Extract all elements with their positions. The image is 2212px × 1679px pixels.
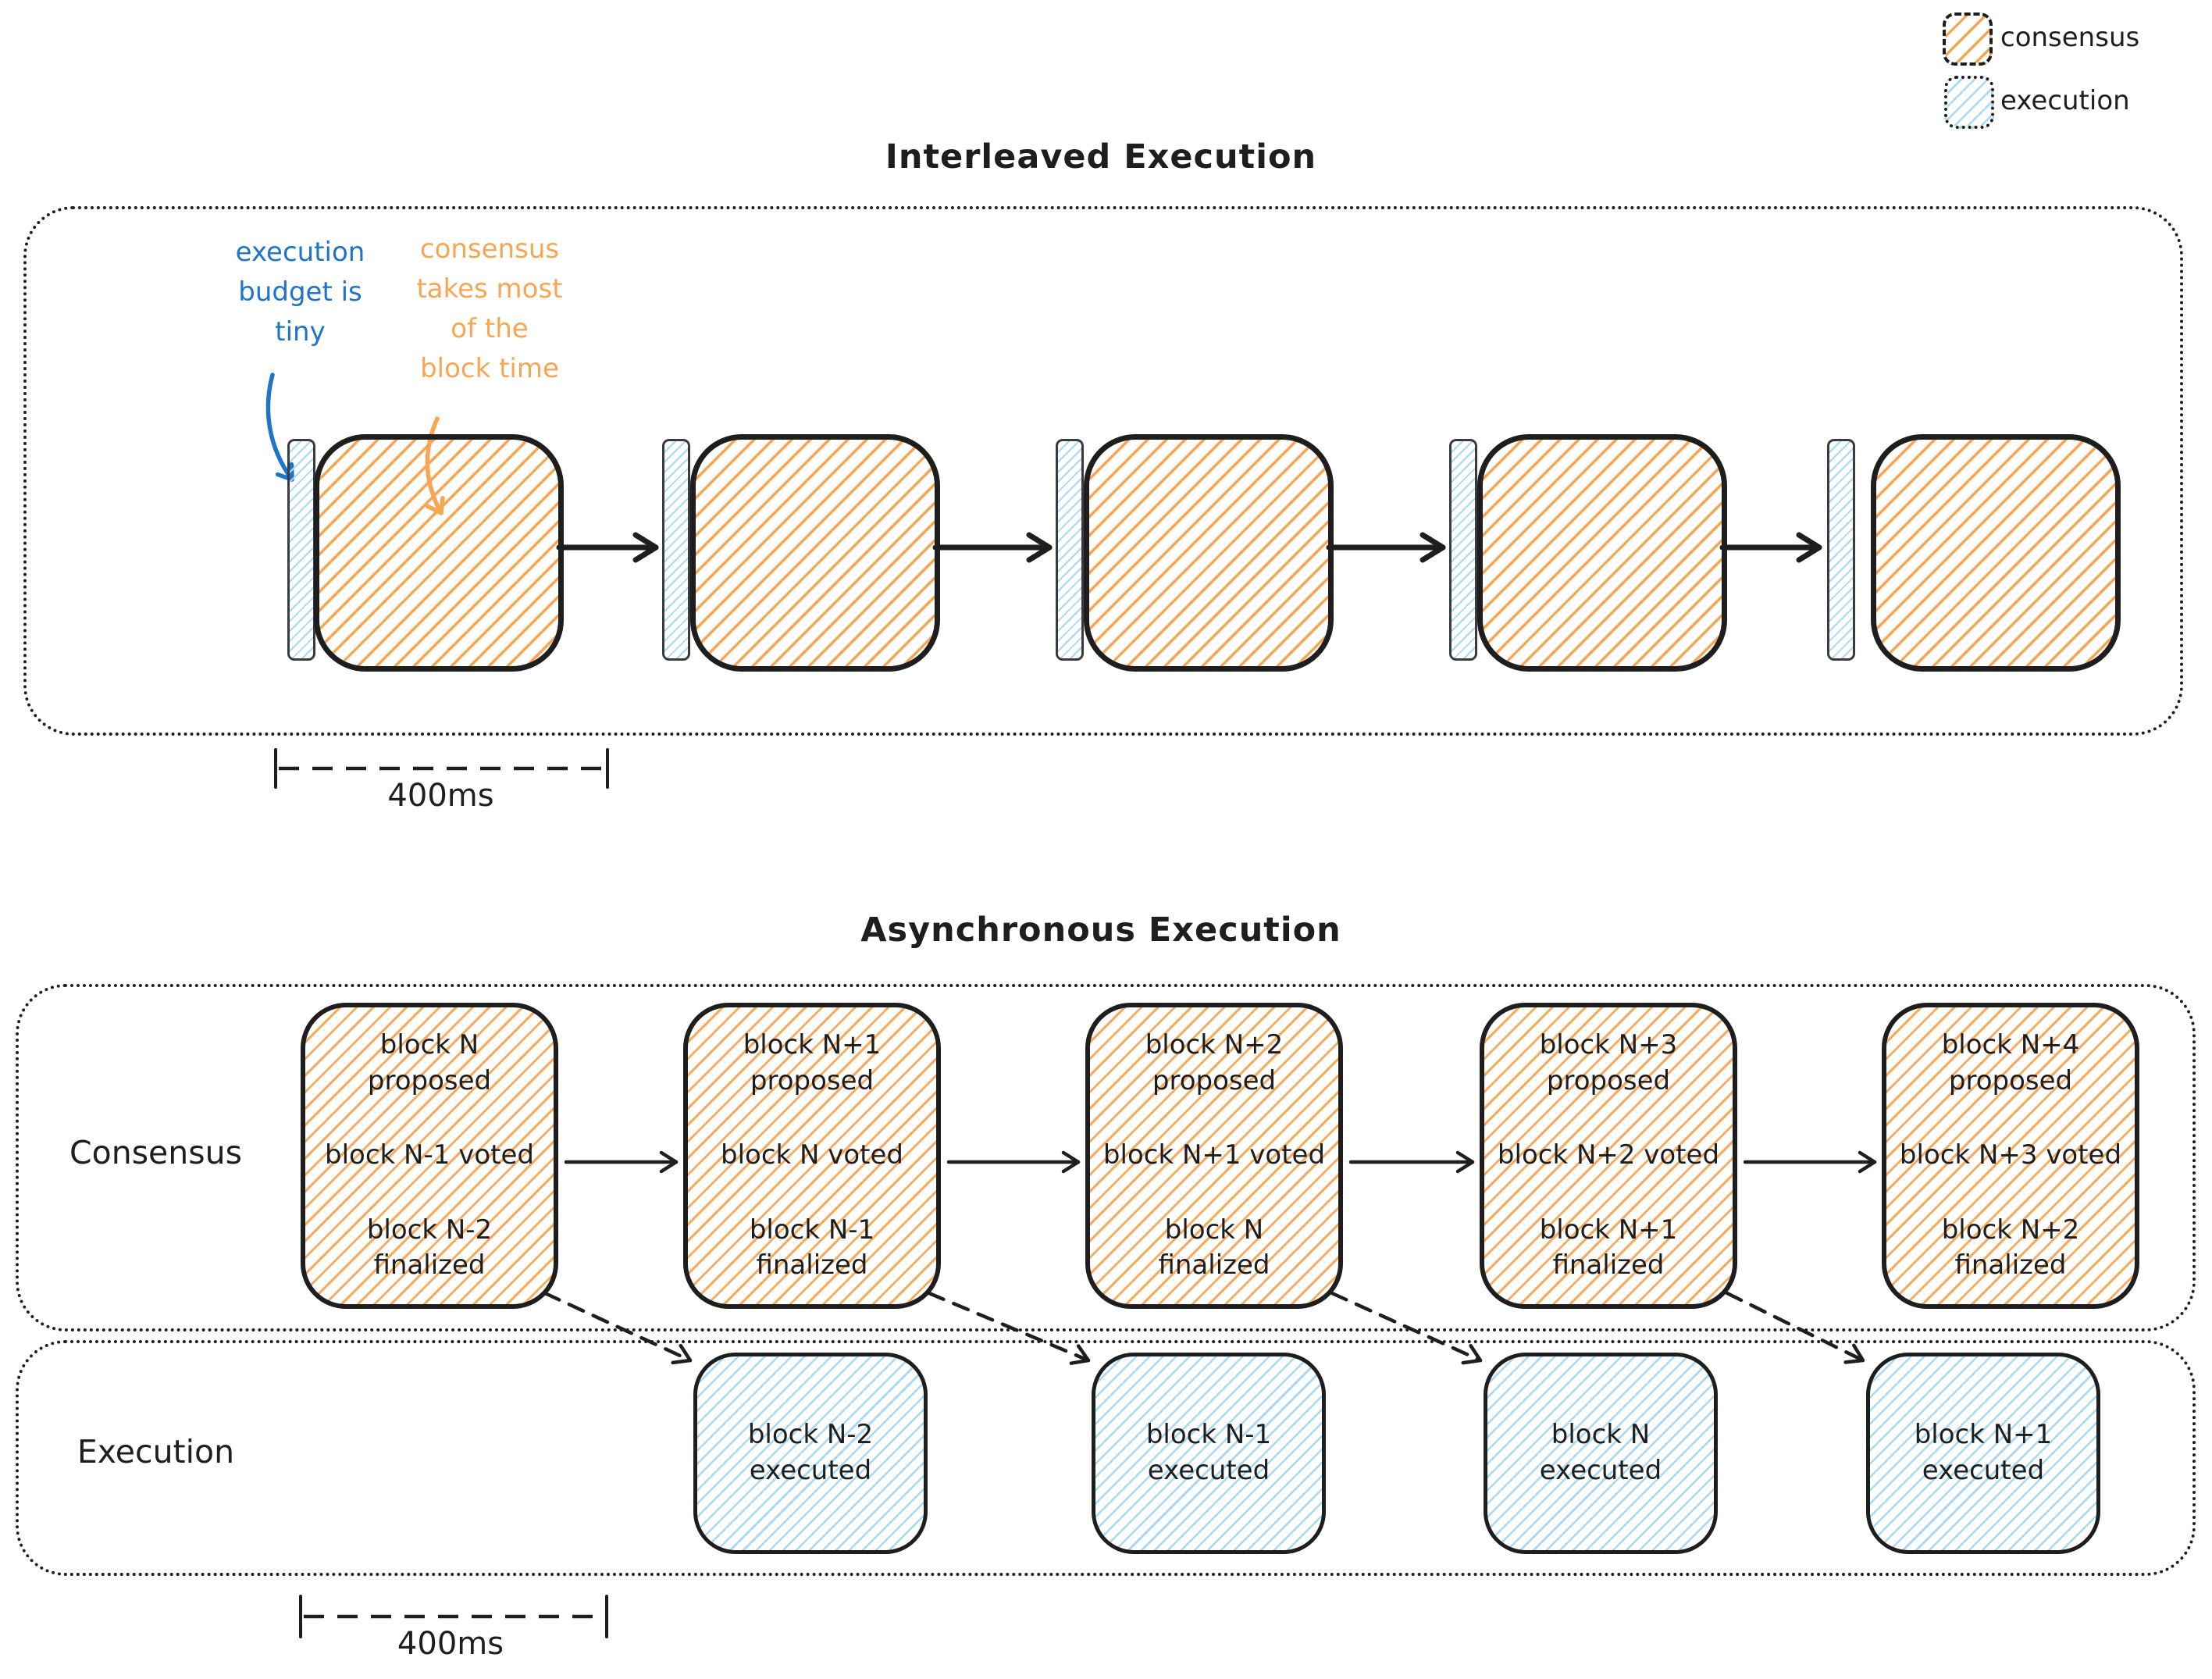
block-voted-text: block N+3 voted <box>1899 1139 2122 1171</box>
execution-budget-note: execution budget is tiny <box>235 237 365 348</box>
block-finalized-text: block N-1 finalized <box>749 1214 875 1282</box>
consensus-round-block: block N+3 proposed block N+2 voted block… <box>1480 1003 1737 1309</box>
execution-swatch-icon <box>1944 76 1994 129</box>
block-proposed-text: block N+3 proposed <box>1539 1029 1678 1096</box>
block-finalized-text: block N finalized <box>1158 1214 1270 1282</box>
consensus-round-block: block N+2 proposed block N+1 voted block… <box>1085 1003 1343 1309</box>
block-executed-text: block N-1 executed <box>1145 1419 1272 1486</box>
interleaved-title: Interleaved Execution <box>885 137 1317 176</box>
consensus-block <box>1477 434 1727 672</box>
execution-slice-bar <box>287 439 315 661</box>
consensus-time-note: consensus takes most of the block time <box>416 233 563 384</box>
legend-label-consensus: consensus <box>2000 22 2140 53</box>
consensus-block <box>1871 434 2121 672</box>
execution-slice-bar <box>662 439 690 661</box>
block-proposed-text: block N+2 proposed <box>1145 1029 1284 1096</box>
block-voted-text: block N-1 voted <box>325 1139 534 1171</box>
block-proposed-text: block N+4 proposed <box>1941 1029 2080 1096</box>
execution-slice-bar <box>1827 439 1855 661</box>
block-finalized-text: block N+2 finalized <box>1941 1214 2080 1282</box>
legend-label-execution: execution <box>2000 85 2130 116</box>
consensus-swatch-icon <box>1943 12 1993 66</box>
block-executed-text: block N+1 executed <box>1914 1419 2053 1486</box>
block-proposed-text: block N proposed <box>367 1029 492 1096</box>
block-proposed-text: block N+1 proposed <box>743 1029 882 1096</box>
executed-block: block N-1 executed <box>1092 1353 1326 1554</box>
block-voted-text: block N+1 voted <box>1102 1139 1326 1171</box>
consensus-block <box>314 434 564 672</box>
execution-slice-bar <box>1449 439 1477 661</box>
consensus-block <box>690 434 940 672</box>
consensus-row-label: Consensus <box>69 1134 242 1171</box>
executed-block: block N+1 executed <box>1866 1353 2100 1554</box>
block-voted-text: block N voted <box>720 1139 903 1171</box>
execution-slice-bar <box>1056 439 1084 661</box>
block-finalized-text: block N+1 finalized <box>1539 1214 1678 1282</box>
block-executed-text: block N executed <box>1539 1419 1662 1486</box>
executed-block: block N executed <box>1484 1353 1718 1554</box>
block-finalized-text: block N-2 finalized <box>366 1214 493 1282</box>
consensus-round-block: block N proposed block N-1 voted block N… <box>301 1003 558 1309</box>
interleaved-container <box>23 206 2183 736</box>
consensus-row-container <box>16 984 2196 1331</box>
consensus-block <box>1084 434 1334 672</box>
executed-block: block N-2 executed <box>693 1353 928 1554</box>
interleaved-duration-label: 400ms <box>387 778 494 814</box>
block-voted-text: block N+2 voted <box>1497 1139 1720 1171</box>
execution-row-label: Execution <box>77 1433 235 1470</box>
asynchronous-duration-label: 400ms <box>397 1626 504 1662</box>
execution-row-container <box>16 1340 2196 1576</box>
block-executed-text: block N-2 executed <box>747 1419 874 1486</box>
asynchronous-title: Asynchronous Execution <box>860 911 1341 950</box>
consensus-round-block: block N+4 proposed block N+3 voted block… <box>1882 1003 2139 1309</box>
consensus-round-block: block N+1 proposed block N voted block N… <box>683 1003 941 1309</box>
